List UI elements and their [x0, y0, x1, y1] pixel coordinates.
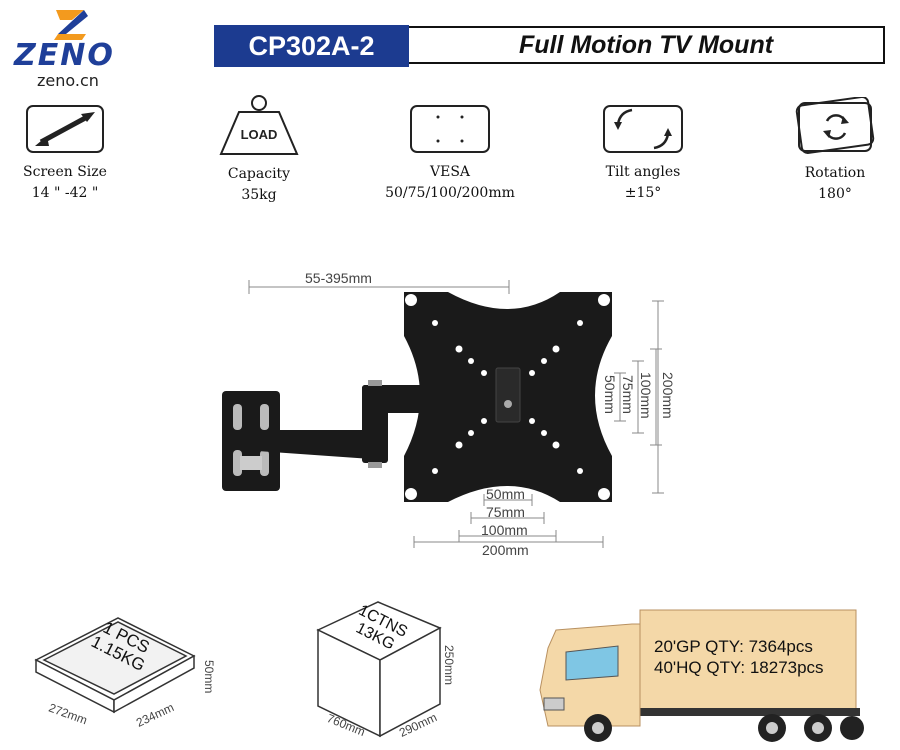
feature-label: Tilt angles: [605, 164, 681, 180]
horizontal-dimension-lines: [413, 494, 604, 548]
box-height-label: 50mm: [202, 660, 216, 694]
feature-label: Screen Size: [23, 164, 107, 180]
h-200-label: 200mm: [482, 542, 529, 558]
extension-dimension-line: [248, 280, 510, 294]
feature-screen-size: Screen Size 14 " -42 ": [0, 104, 140, 204]
tilt-arrows-icon: [603, 105, 683, 153]
feature-rotation: Rotation 180°: [760, 97, 900, 205]
extension-label: 55-395mm: [305, 270, 372, 286]
logo-website: zeno.cn: [37, 71, 99, 90]
feature-value: ±15°: [624, 185, 662, 201]
feature-vesa: VESA 50/75/100/200mm: [375, 104, 525, 204]
model-number: CP302A-2: [214, 25, 409, 67]
carton-height-label: 250mm: [442, 645, 456, 686]
vesa-holes-icon: [410, 105, 490, 153]
v-50-label: 50mm: [602, 375, 618, 414]
feature-label: VESA: [429, 164, 471, 180]
feature-tilt: Tilt angles ±15°: [568, 104, 718, 204]
feature-label: Capacity: [227, 166, 291, 182]
feature-value: 35kg: [241, 187, 277, 203]
feature-capacity: LOAD Capacity 35kg: [184, 94, 334, 206]
rotation-icon: [795, 97, 875, 155]
v-75-label: 75mm: [620, 375, 636, 414]
truck: [539, 609, 864, 742]
logo: [14, 4, 129, 94]
h-75-label: 75mm: [486, 504, 525, 520]
load-weight-icon: LOAD: [219, 95, 299, 155]
feature-value: 50/75/100/200mm: [385, 185, 515, 201]
diagonal-arrow-icon: [26, 105, 104, 153]
qty-40hq: 40'HQ QTY: 18273pcs: [654, 658, 824, 677]
single-box: [34, 617, 196, 714]
vertical-dimension-lines: [614, 300, 664, 494]
feature-value: 14 " -42 ": [31, 185, 99, 201]
svg-text:LOAD: LOAD: [241, 127, 278, 142]
feature-value: 180°: [818, 186, 852, 202]
h-100-label: 100mm: [481, 522, 528, 538]
zeno-logo-mark-icon: [54, 10, 88, 40]
h-50-label: 50mm: [486, 486, 525, 502]
packaging-drawings: [34, 601, 864, 742]
carton-box: [316, 601, 442, 738]
feature-label: Rotation: [804, 165, 866, 181]
vesa-plate: [404, 292, 612, 502]
v-200-label: 200mm: [660, 372, 676, 419]
product-title: Full Motion TV Mount: [409, 26, 885, 64]
v-100-label: 100mm: [638, 372, 654, 419]
shipping-quantities: 20'GP QTY: 7364pcs 40'HQ QTY: 18273pcs: [654, 636, 824, 678]
qty-20gp: 20'GP QTY: 7364pcs: [654, 637, 813, 656]
logo-wordmark: ZENO: [14, 38, 115, 73]
